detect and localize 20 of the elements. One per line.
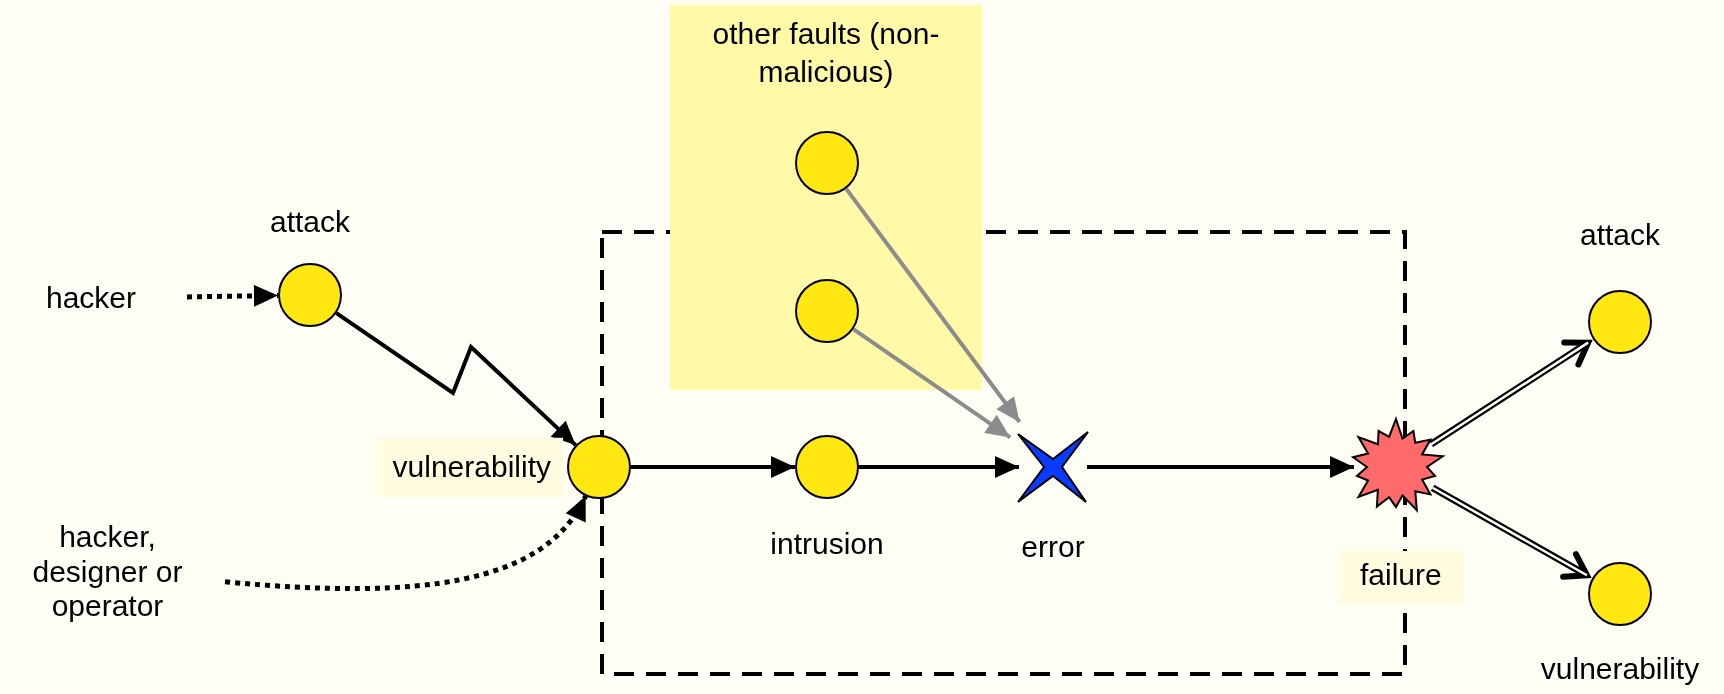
arrow [186, 284, 279, 307]
event-circle [795, 279, 859, 343]
event-label: error [1021, 530, 1085, 565]
arrow [852, 327, 1012, 440]
event-label: vulnerability [376, 437, 563, 497]
event-label: attack [270, 204, 350, 239]
event-circle [795, 131, 859, 195]
event-label: vulnerability [1540, 652, 1700, 687]
event-label: failure [1338, 551, 1464, 603]
group-heading: other faults (non-malicious) [711, 16, 941, 90]
arrow [335, 311, 577, 447]
event-label: intrusion [770, 527, 884, 562]
arrow [859, 456, 1019, 478]
arrow [631, 456, 795, 478]
event-label: attack [1580, 217, 1660, 252]
highlight-band [670, 5, 982, 390]
arrow [844, 187, 1022, 424]
actor-label: hacker, designer or operator [31, 520, 184, 624]
arrow [224, 494, 588, 592]
actor-label: hacker [45, 280, 137, 316]
